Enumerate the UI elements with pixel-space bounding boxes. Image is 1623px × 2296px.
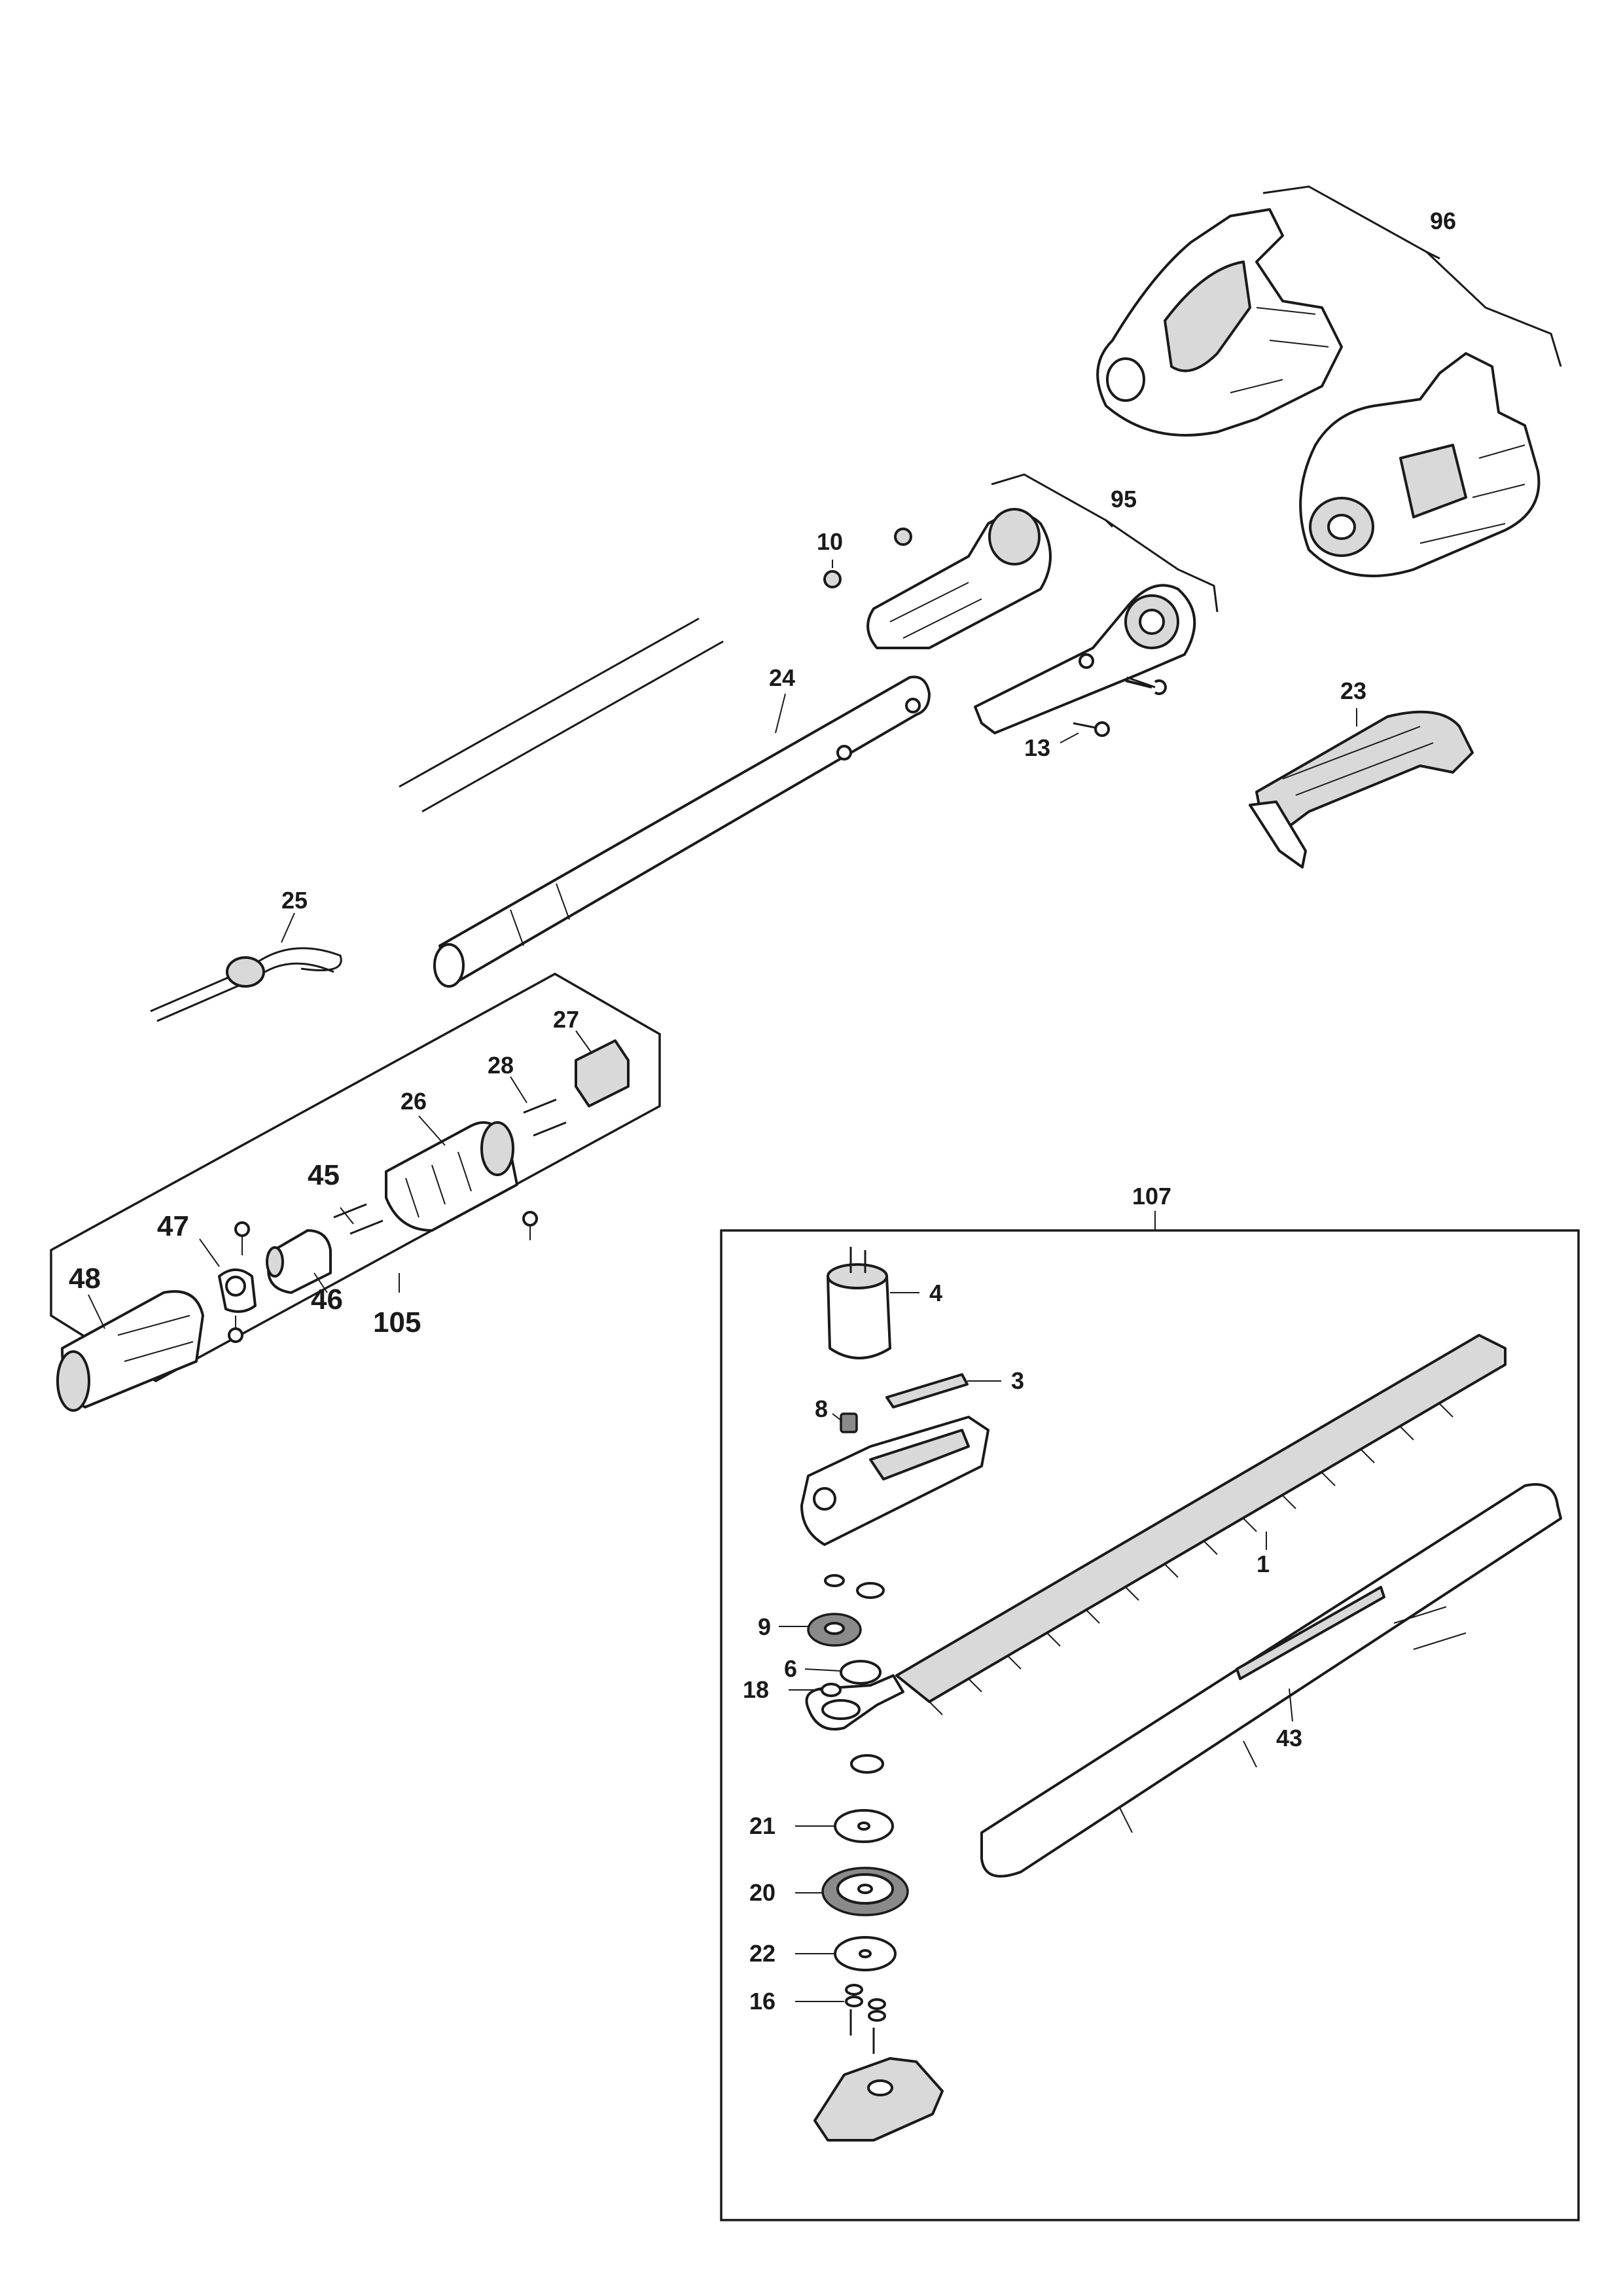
label-22: 22 [749,1940,776,1967]
label-43: 43 [1276,1725,1302,1751]
label-45: 45 [308,1159,340,1191]
label-20: 20 [749,1879,776,1906]
label-16: 16 [749,1988,776,2015]
label-1: 1 [1257,1551,1270,1577]
part-23-side-handle: 23 [1249,677,1474,869]
part-10-nuts: 10 [817,528,912,588]
label-9: 9 [758,1613,771,1640]
label-26: 26 [401,1088,427,1115]
label-107: 107 [1132,1183,1171,1210]
label-21: 21 [749,1812,776,1839]
part-25-cable: 25 [150,887,342,1022]
label-18: 18 [743,1676,769,1703]
label-24: 24 [769,664,795,691]
part-107-assembly-box: 107 4 3 8 1 9 [720,1183,1580,2221]
label-3: 3 [1011,1367,1024,1394]
part-105-assembly-box: 105 48 47 46 45 26 28 [50,972,661,1412]
part-24-tube: 24 [399,617,931,988]
label-23: 23 [1340,677,1366,704]
label-48: 48 [69,1263,101,1295]
label-28: 28 [488,1052,514,1079]
label-13: 13 [1024,734,1050,761]
label-95: 95 [1111,486,1137,512]
label-46: 46 [311,1283,343,1316]
label-10: 10 [817,528,843,555]
part-95-handle-halves: 95 [866,473,1219,734]
label-4: 4 [929,1280,942,1306]
part-96-housing-shells: 96 [1096,185,1562,577]
label-6: 6 [784,1655,797,1682]
label-25: 25 [281,887,308,914]
label-105: 105 [373,1306,421,1338]
label-8: 8 [815,1395,828,1422]
label-27: 27 [553,1006,579,1033]
part-13-screws: 13 [1024,676,1167,761]
label-96: 96 [1430,207,1456,234]
label-47: 47 [157,1210,189,1242]
